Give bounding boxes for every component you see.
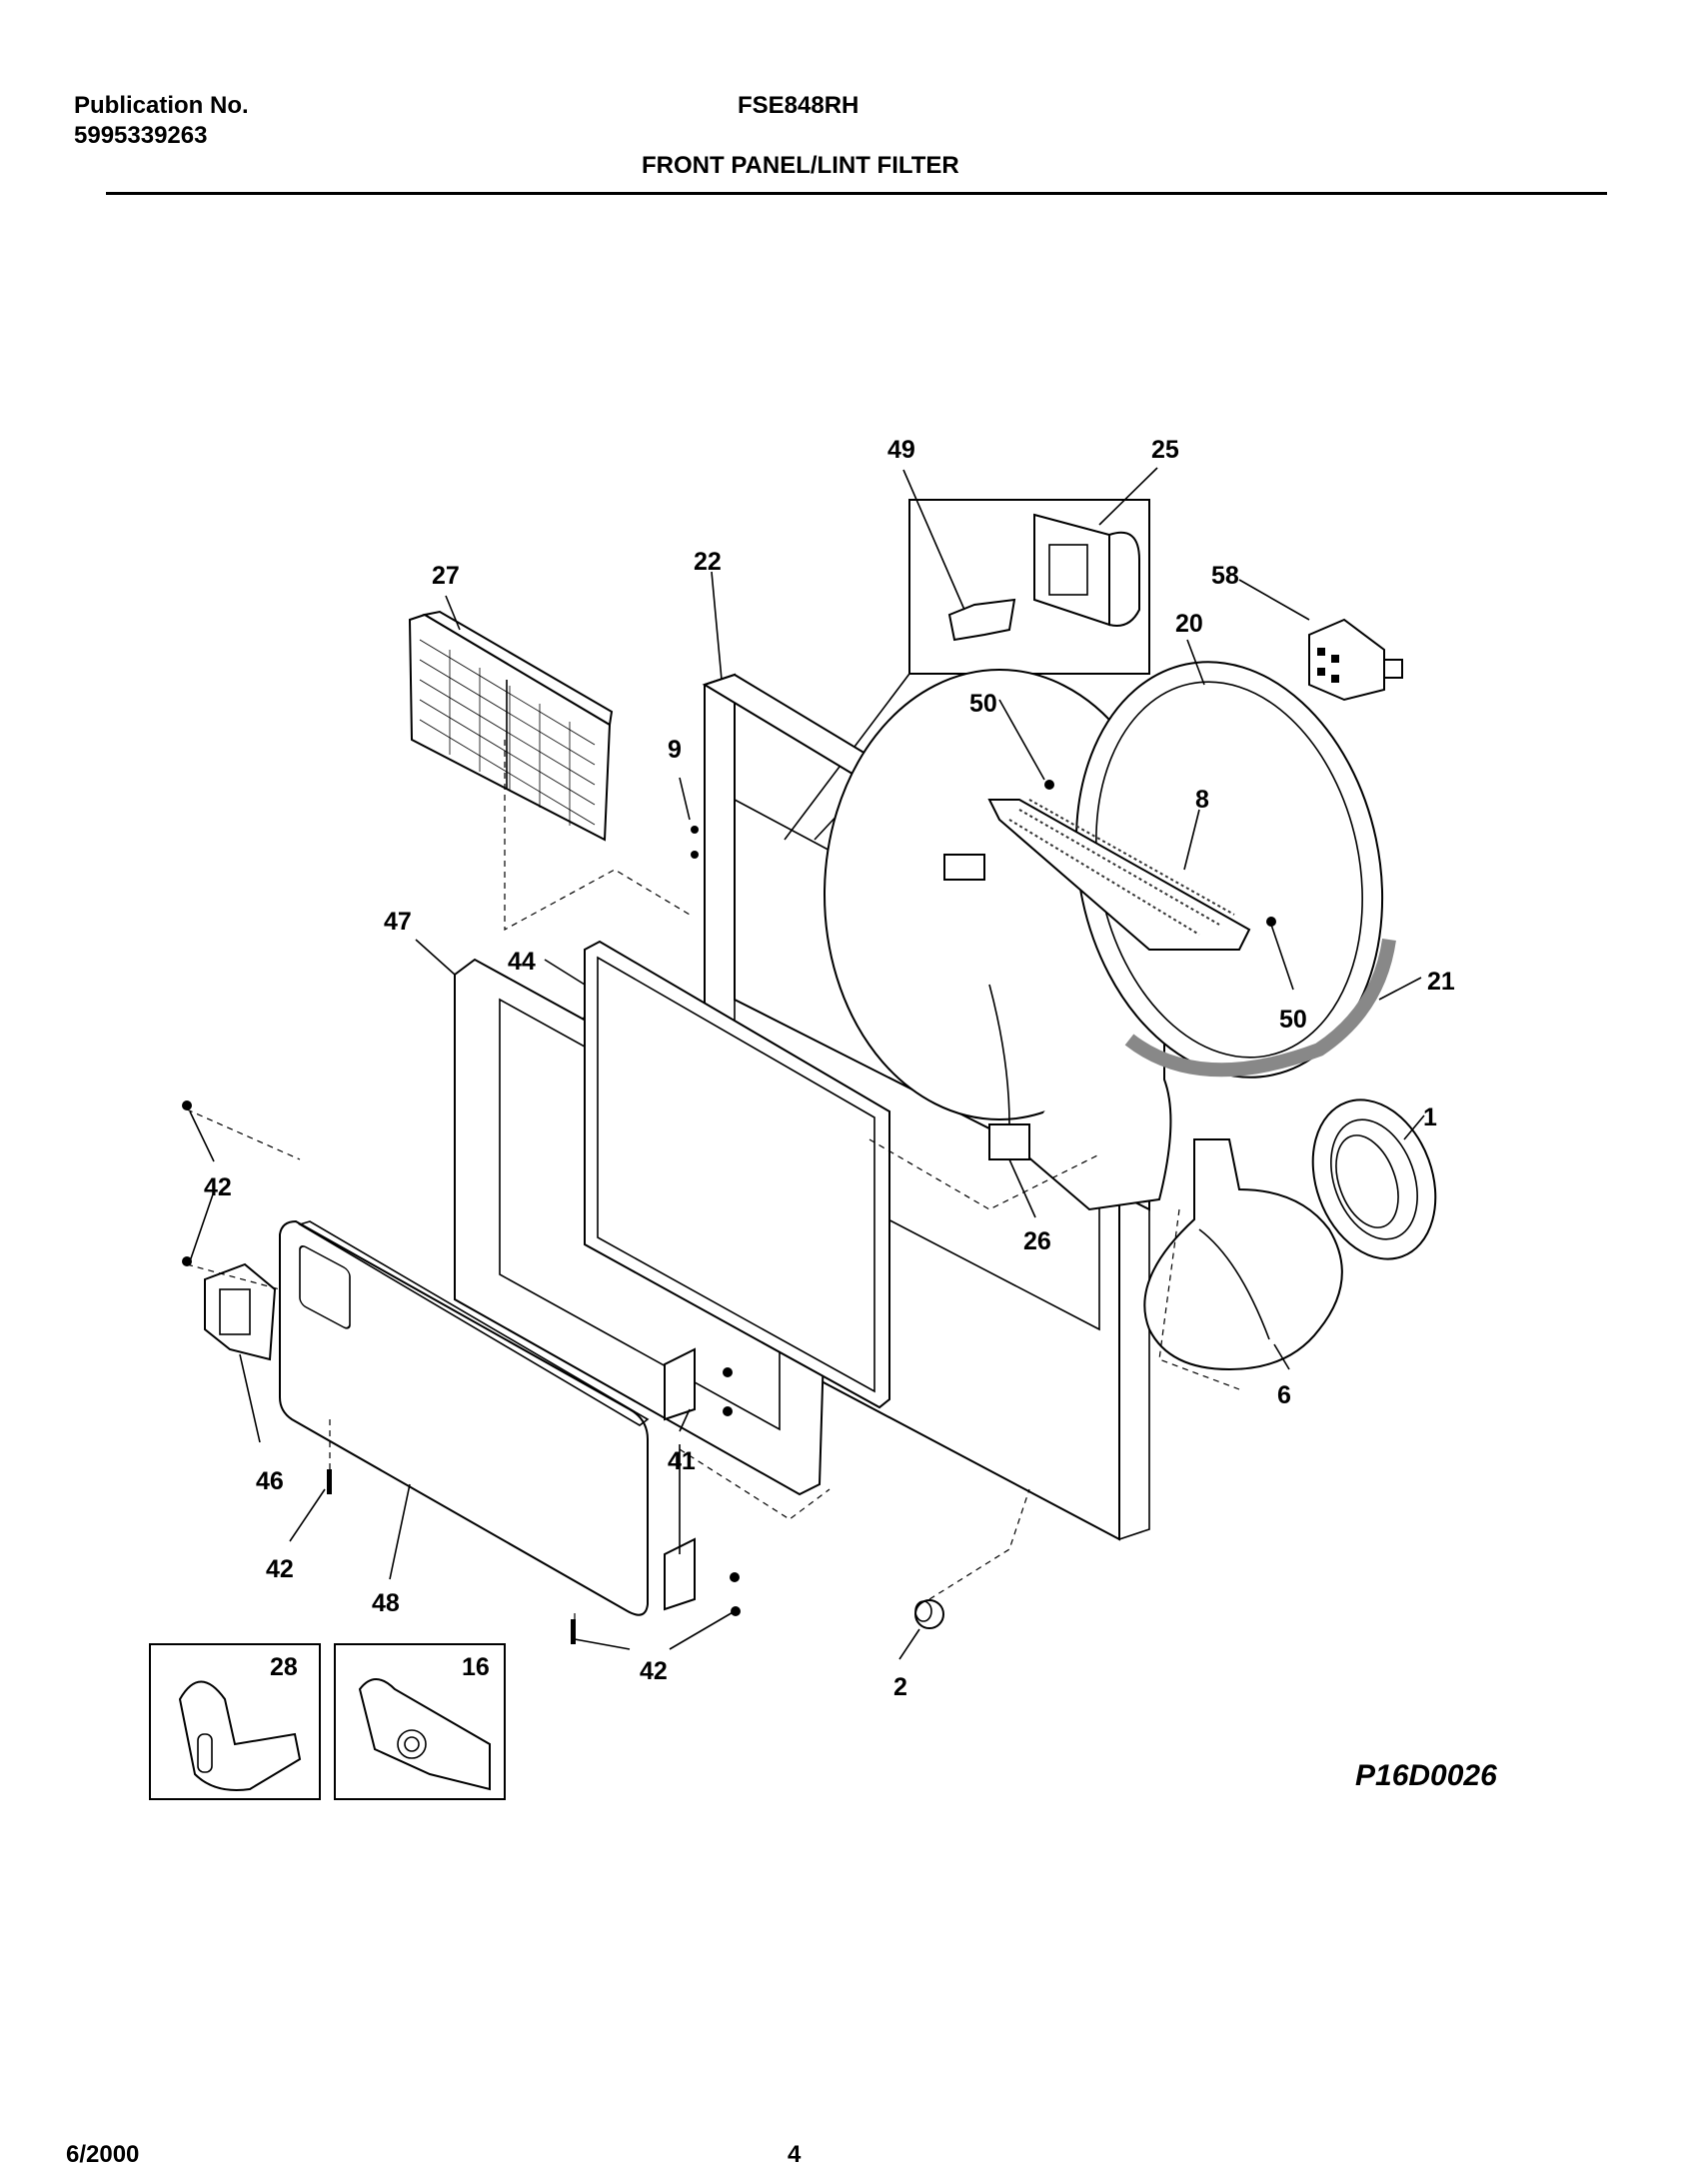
callout-25: 25 [1151,436,1179,464]
callout-42-bottom-right: 42 [640,1657,668,1685]
door-gasket-44 [584,940,890,1409]
header-rule [106,192,1607,195]
callout-21: 21 [1427,968,1455,996]
switch-58 [1308,618,1403,702]
exhaust-duct-6 [1143,1138,1343,1371]
callout-8: 8 [1195,786,1209,814]
leader-lines [189,467,1425,1660]
drum-seal-ring-20-21 [1074,661,1396,1079]
callout-46: 46 [256,1467,284,1495]
callout-6: 6 [1277,1381,1291,1409]
publication-number: 5995339263 [74,122,208,149]
button-2 [914,1599,944,1629]
inset-16 [334,1643,506,1800]
callout-41: 41 [668,1447,696,1475]
callout-47: 47 [384,908,412,936]
hinges-41 [664,1347,741,1616]
callout-26: 26 [1023,1227,1051,1255]
callout-1: 1 [1423,1103,1437,1131]
callout-22: 22 [694,548,722,576]
callout-20: 20 [1175,610,1203,638]
callout-2: 2 [893,1673,907,1701]
callout-58: 58 [1211,562,1239,590]
callout-44: 44 [508,948,536,976]
publication-label: Publication No. [74,92,249,119]
callout-28: 28 [270,1653,298,1681]
diagram-code: P16D0026 [1355,1759,1497,1792]
inset-49-25 [784,499,1150,841]
callout-16: 16 [462,1653,490,1681]
door-handle-46 [204,1262,277,1361]
footer-date: 6/2000 [66,2141,140,2168]
model-number: FSE848RH [738,92,859,119]
callout-49: 49 [887,436,915,464]
section-title: FRONT PANEL/LINT FILTER [642,152,959,179]
callout-labels: 49 25 22 27 58 20 50 9 8 47 44 50 21 1 4… [204,436,1455,1701]
callout-48: 48 [372,1589,400,1617]
door-switch-26 [988,984,1030,1160]
callout-50-upper: 50 [969,690,997,718]
callout-42-left: 42 [204,1173,232,1201]
lint-duct-8 [987,799,1251,951]
inset-28 [149,1643,321,1800]
screws [182,780,1276,1644]
lint-filter-27 [408,610,614,842]
callout-42-bottom-left: 42 [266,1555,294,1583]
door-panel-48 [279,1219,650,1616]
callout-50-lower: 50 [1279,1006,1307,1034]
callout-9: 9 [668,736,682,764]
callout-27: 27 [432,562,460,590]
alignment-lines [186,740,1240,1619]
footer-page-number: 4 [788,2141,802,2168]
